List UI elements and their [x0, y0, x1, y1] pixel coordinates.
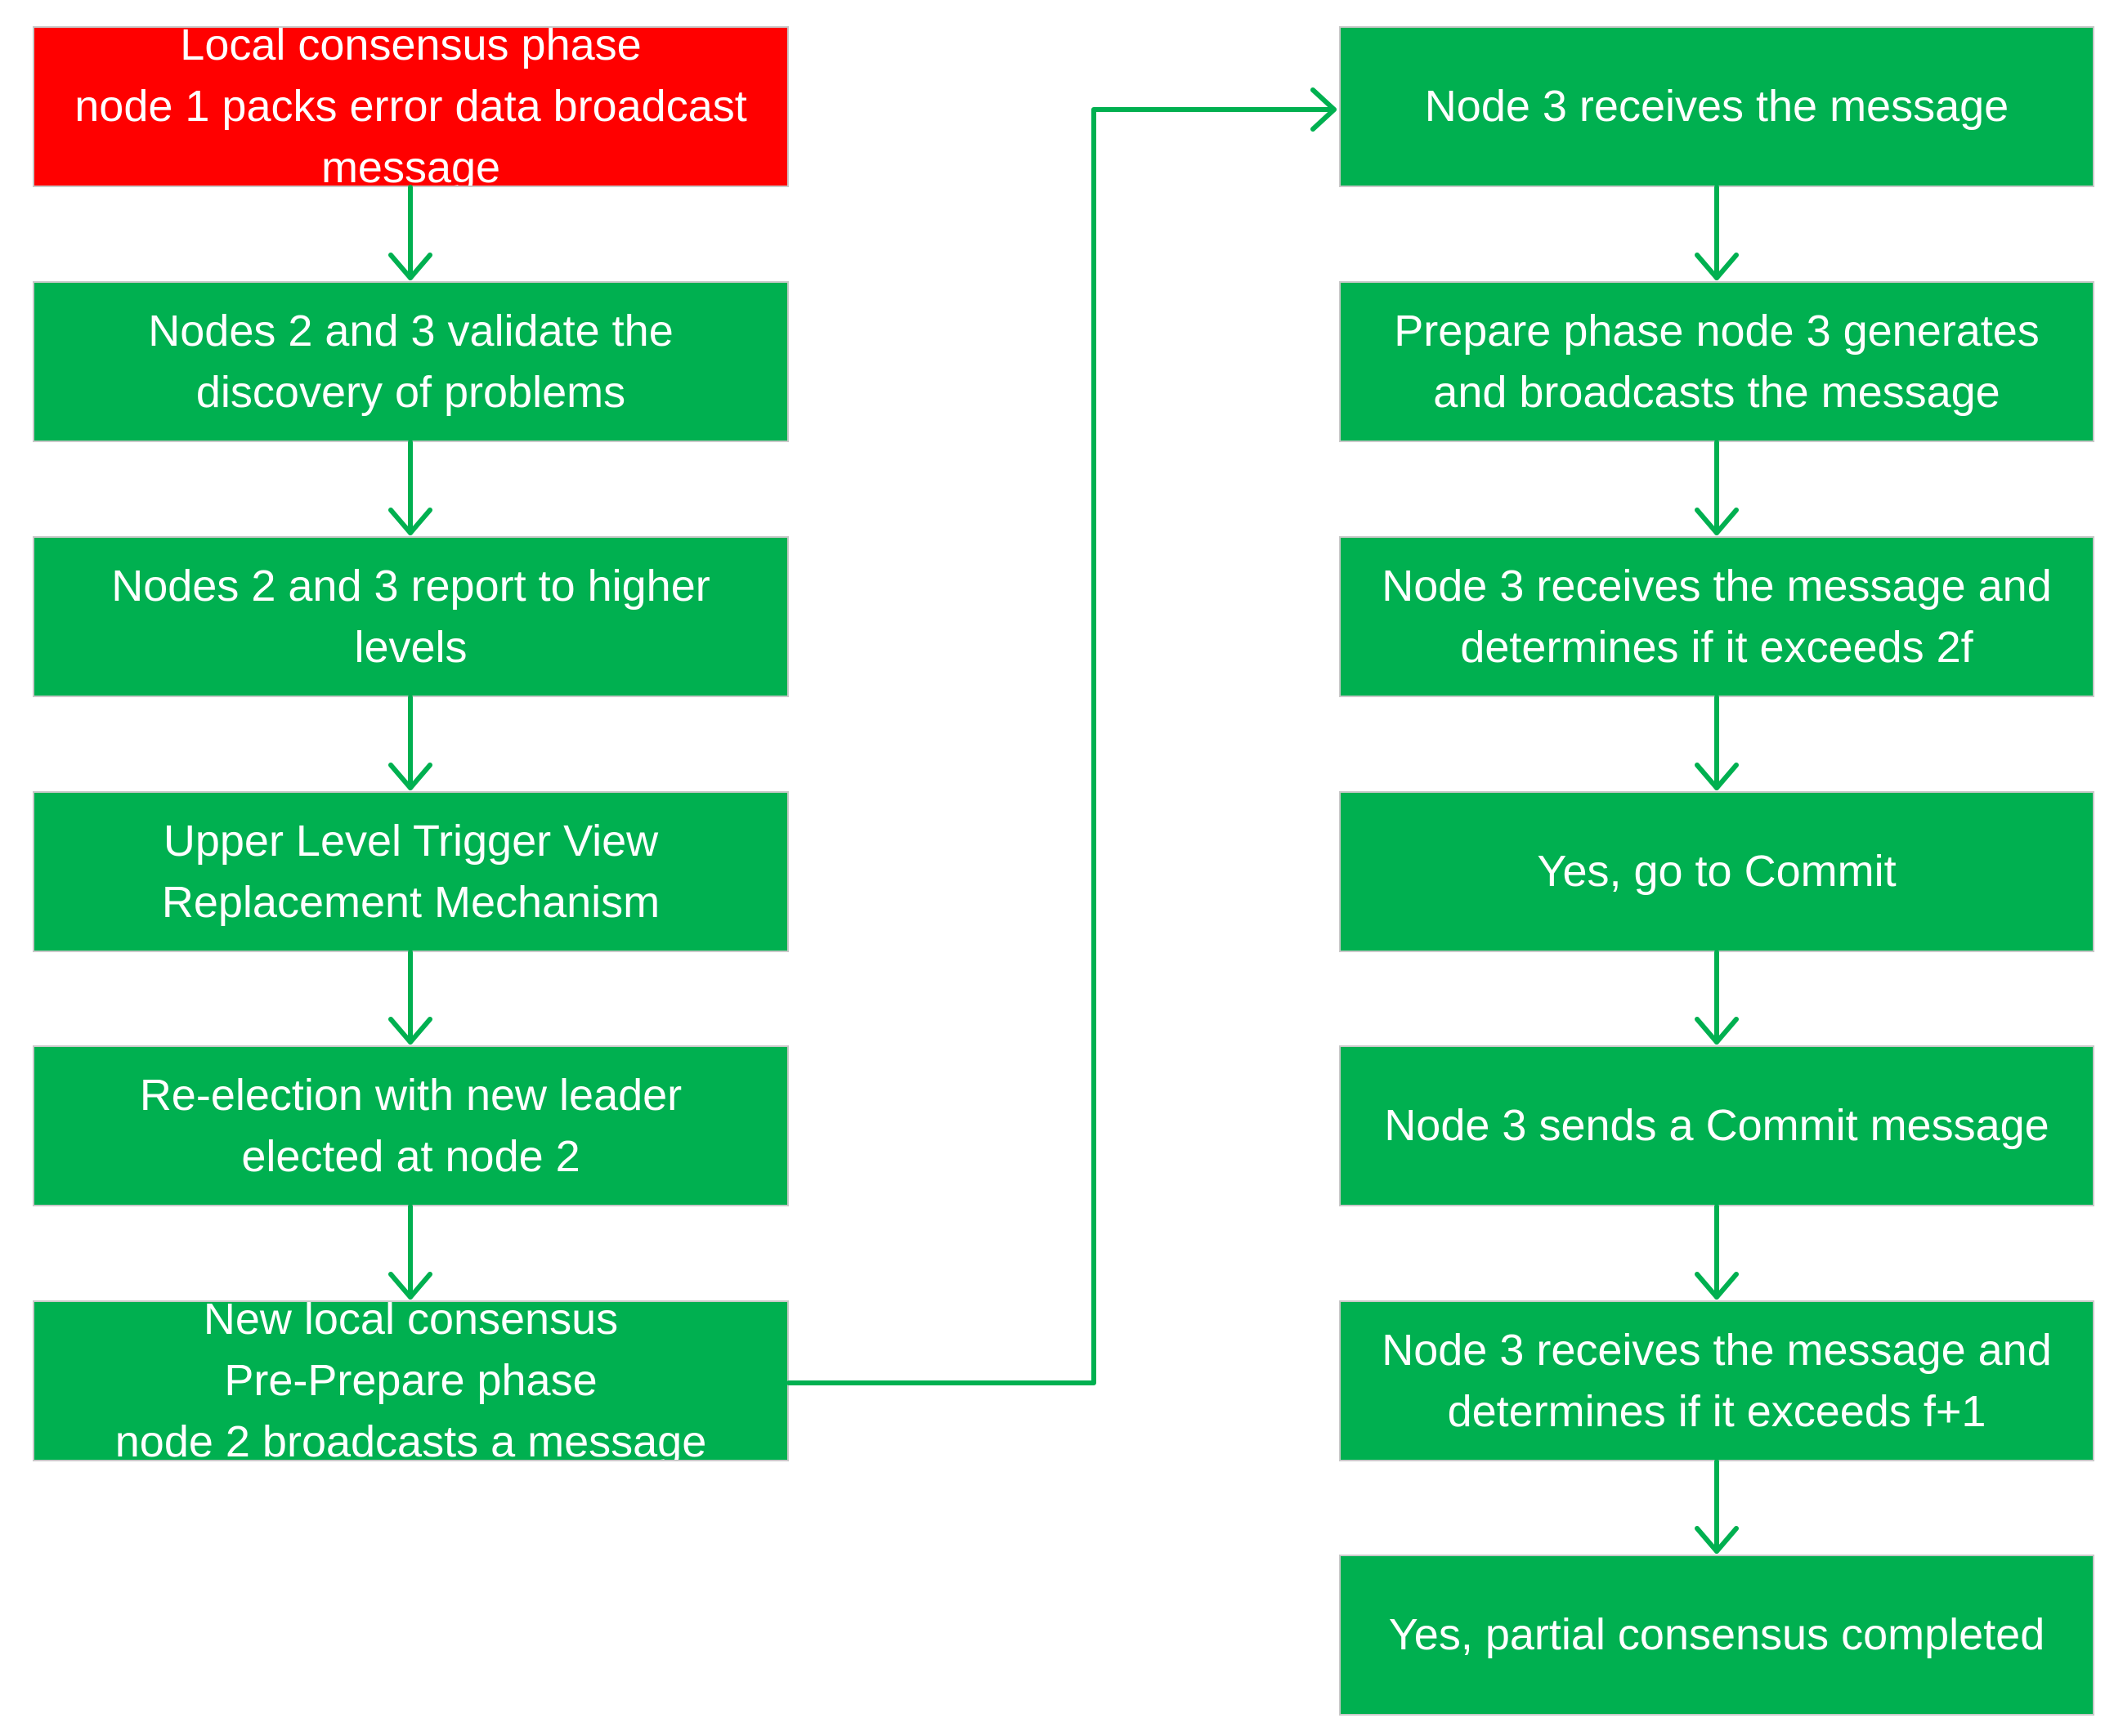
arrow-right-1 — [1695, 185, 1739, 280]
step-text-line: determines if it exceeds f+1 — [1447, 1386, 1986, 1436]
step-re-election: Re-election with new leader elected at n… — [33, 1045, 789, 1206]
step-text-line: determines if it exceeds 2f — [1460, 622, 1973, 672]
arrow-left-3 — [388, 695, 432, 790]
step-go-to-commit: Yes, go to Commit — [1339, 791, 2094, 952]
arrow-right-3 — [1695, 695, 1739, 790]
step-text-line: node 1 packs error data broadcast — [74, 82, 747, 131]
arrow-left-1 — [388, 185, 432, 280]
step-text-line: elected at node 2 — [241, 1131, 580, 1181]
step-text-line: discovery of problems — [195, 367, 626, 417]
step-text-line: Nodes 2 and 3 report to higher — [111, 561, 710, 611]
step-text-line: Yes, go to Commit — [1537, 847, 1897, 896]
step-trigger-view-replacement: Upper Level Trigger View Replacement Mec… — [33, 791, 789, 952]
arrow-left-4 — [388, 950, 432, 1045]
step-text-line: Local consensus phase — [180, 26, 642, 69]
step-partial-consensus-completed: Yes, partial consensus completed — [1339, 1555, 2094, 1716]
step-text-line: Prepare phase node 3 generates — [1394, 306, 2040, 356]
step-validate-problems: Nodes 2 and 3 validate the discovery of … — [33, 281, 789, 442]
step-text-line: Node 3 receives the message — [1424, 82, 2009, 131]
step-text-line: message — [320, 143, 501, 187]
step-text-line: node 2 broadcasts a message — [114, 1417, 707, 1461]
step-text-line: levels — [354, 622, 468, 672]
step-text-line: Node 3 receives the message and — [1382, 1325, 2052, 1375]
step-text-line: Node 3 sends a Commit message — [1384, 1101, 2049, 1150]
step-text-line: Upper Level Trigger View — [163, 816, 659, 866]
step-check-exceeds-2f: Node 3 receives the message and determin… — [1339, 536, 2094, 697]
step-send-commit: Node 3 sends a Commit message — [1339, 1045, 2094, 1206]
step-new-local-consensus: New local consensus Pre-Prepare phase no… — [33, 1300, 789, 1461]
step-text-line: Node 3 receives the message and — [1382, 561, 2052, 611]
step-node3-receives: Node 3 receives the message — [1339, 26, 2094, 187]
arrow-right-6 — [1695, 1459, 1739, 1554]
arrow-left-5 — [388, 1204, 432, 1300]
arrow-right-4 — [1695, 950, 1739, 1045]
step-prepare-phase: Prepare phase node 3 generates and broad… — [1339, 281, 2094, 442]
arrow-cross-column — [786, 87, 1337, 1385]
step-text-line: Yes, partial consensus completed — [1388, 1610, 2045, 1659]
arrow-right-5 — [1695, 1204, 1739, 1300]
arrow-right-2 — [1695, 440, 1739, 535]
step-text-line: Re-election with new leader — [139, 1070, 683, 1120]
step-text-line: and broadcasts the message — [1433, 367, 2000, 417]
step-text-line: New local consensus — [203, 1300, 619, 1344]
step-report-higher-levels: Nodes 2 and 3 report to higher levels — [33, 536, 789, 697]
step-text-line: Nodes 2 and 3 validate the — [148, 306, 674, 356]
arrow-left-2 — [388, 440, 432, 535]
step-local-consensus-phase: Local consensus phase node 1 packs error… — [33, 26, 789, 187]
step-text-line: Pre-Prepare phase — [224, 1356, 598, 1405]
step-check-exceeds-f-plus-1: Node 3 receives the message and determin… — [1339, 1300, 2094, 1461]
step-text-line: Replacement Mechanism — [161, 877, 661, 927]
